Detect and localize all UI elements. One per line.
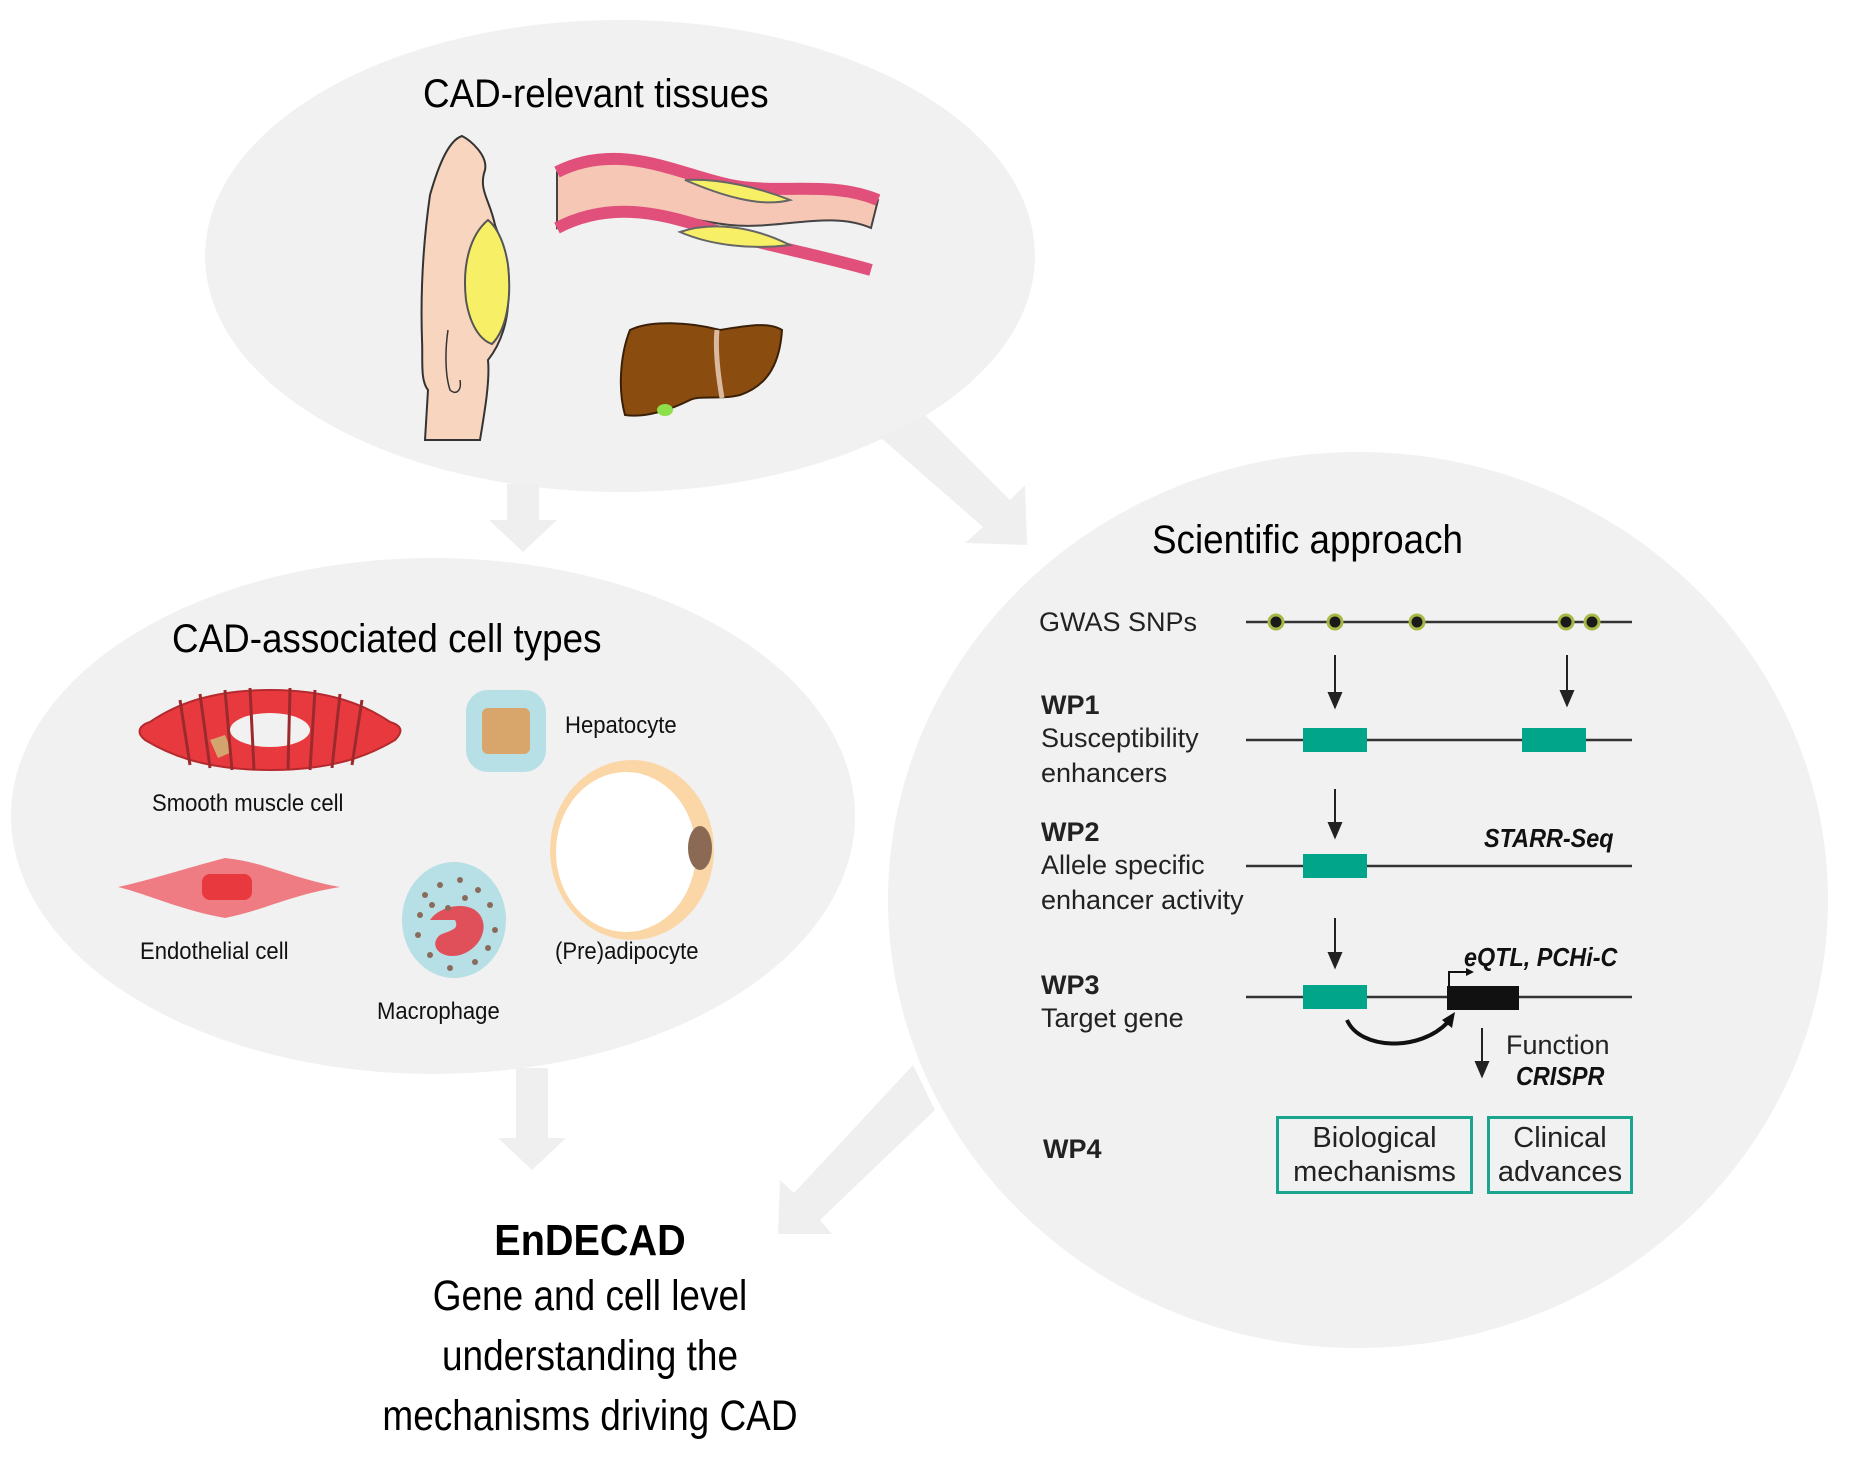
wp1-id: WP1 <box>1041 690 1100 720</box>
endothelial-cell-icon <box>118 858 340 918</box>
enhancer-box <box>1522 728 1586 752</box>
preadipocyte-icon <box>550 760 714 940</box>
cell-types-title: CAD-associated cell types <box>172 617 602 661</box>
macrophage-icon <box>402 862 506 978</box>
wp1-block: WP1 Susceptibility enhancers <box>1041 690 1199 791</box>
wp3-track <box>1246 968 1632 1046</box>
loop-arrow-icon <box>1345 1019 1450 1046</box>
starr-seq-label: STARR-Seq <box>1484 823 1614 853</box>
box2-line1: Clinical <box>1513 1122 1607 1154</box>
arrow-tissues-to-approach <box>880 415 1027 545</box>
wp3-id: WP3 <box>1041 970 1100 1000</box>
function-label: Function <box>1506 1030 1610 1060</box>
cell-types-bubble <box>11 558 855 1074</box>
snp-marker <box>1267 613 1285 631</box>
result-line1: Gene and cell level <box>432 1272 748 1320</box>
hepatocyte-label: Hepatocyte <box>565 712 677 739</box>
result-block: EnDECAD Gene and cell level understandin… <box>300 1216 880 1446</box>
human-body-icon <box>420 134 511 441</box>
target-gene-box <box>1447 986 1519 1010</box>
tissues-title: CAD-relevant tissues <box>423 72 769 116</box>
endothelial-cell-label: Endothelial cell <box>140 938 289 965</box>
wp4-id: WP4 <box>1043 1134 1102 1164</box>
box1-line2: mechanisms <box>1293 1156 1456 1188</box>
arrow-cells-to-result <box>498 1068 566 1170</box>
wp1-line2: enhancers <box>1041 758 1168 788</box>
hepatocyte-icon <box>466 690 546 772</box>
eqtl-pchic-label: eQTL, PCHi-C <box>1464 942 1618 972</box>
crispr-label: CRISPR <box>1516 1061 1605 1091</box>
biological-mechanisms-box: Biological mechanisms <box>1276 1116 1473 1194</box>
result-line2: understanding the <box>441 1332 739 1380</box>
enhancer-box <box>1303 728 1367 752</box>
smooth-muscle-cell-icon <box>138 687 402 772</box>
enhancer-box <box>1303 985 1367 1009</box>
wp1-line1: Susceptibility <box>1041 723 1199 753</box>
approach-title: Scientific approach <box>1152 518 1463 562</box>
wp2-line2: enhancer activity <box>1041 885 1244 915</box>
artery-icon <box>554 152 881 276</box>
wp2-track <box>1246 854 1632 878</box>
wp3-line1: Target gene <box>1041 1003 1184 1033</box>
box1-line1: Biological <box>1312 1122 1437 1154</box>
liver-icon <box>619 322 784 417</box>
approach-bubble <box>888 452 1828 1348</box>
snp-marker <box>1583 613 1601 631</box>
clinical-advances-box: Clinical advances <box>1487 1116 1633 1194</box>
wp1-track <box>1246 728 1632 752</box>
flow-arrows <box>1327 655 1575 1079</box>
preadipocyte-label: (Pre)adipocyte <box>555 938 699 965</box>
box2-line2: advances <box>1497 1156 1623 1188</box>
wp3-block: WP3 Target gene <box>1041 970 1184 1036</box>
macrophage-label: Macrophage <box>377 998 500 1025</box>
arrow-tissues-to-cells <box>489 484 557 552</box>
enhancer-box <box>1303 854 1367 878</box>
wp2-line1: Allele specific <box>1041 850 1205 880</box>
result-line3: mechanisms driving CAD <box>382 1392 798 1440</box>
promoter-arrow-icon <box>1448 971 1466 986</box>
snp-marker <box>1557 613 1575 631</box>
smooth-muscle-cell-label: Smooth muscle cell <box>152 790 344 817</box>
snp-marker <box>1408 613 1426 631</box>
wp2-id: WP2 <box>1041 817 1100 847</box>
arrow-approach-to-result <box>778 1065 935 1234</box>
snp-markers <box>1267 613 1601 631</box>
tissues-bubble <box>205 20 1035 492</box>
gwas-label: GWAS SNPs <box>1039 607 1198 637</box>
project-name: EnDECAD <box>494 1216 686 1265</box>
wp2-block: WP2 Allele specific enhancer activity <box>1041 817 1244 918</box>
snp-marker <box>1326 613 1344 631</box>
